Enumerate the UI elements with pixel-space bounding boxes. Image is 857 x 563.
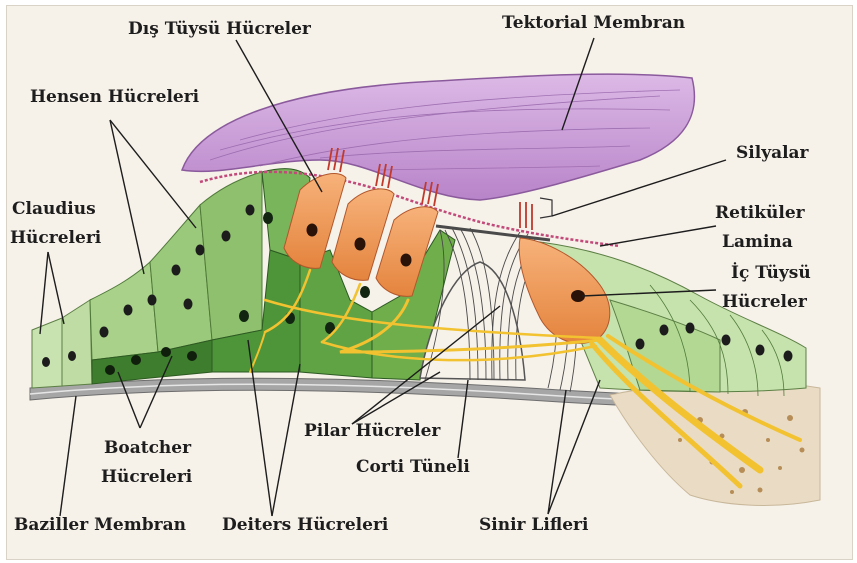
label-basilar-membrane: Baziller Membran [14,515,186,535]
label-reticular-line1: Retiküler [715,203,806,223]
label-inner-hair-line1: İç Tüysü [731,262,811,283]
label-inner-hair-line2: Hücreler [722,292,808,312]
label-boettcher-line1: Boatcher [104,438,192,458]
label-tectorial-membrane: Tektorial Membran [502,13,685,33]
label-pillar-cells: Pilar Hücreler [304,421,441,441]
label-outer-hair-cells: Dış Tüysü Hücreler [128,19,312,39]
label-hensen-cells: Hensen Hücreleri [30,87,200,107]
label-claudius-line2: Hücreleri [10,228,102,248]
label-stereocilia: Silyalar [736,143,810,163]
label-claudius-line1: Claudius [12,199,96,219]
label-deiters-cells: Deiters Hücreleri [222,515,389,535]
label-reticular-line2: Lamina [722,232,793,252]
label-tunnel-of-corti: Corti Tüneli [356,457,470,477]
label-boettcher-line2: Hücreleri [101,467,193,487]
label-nerve-fibers: Sinir Lifleri [479,515,589,535]
